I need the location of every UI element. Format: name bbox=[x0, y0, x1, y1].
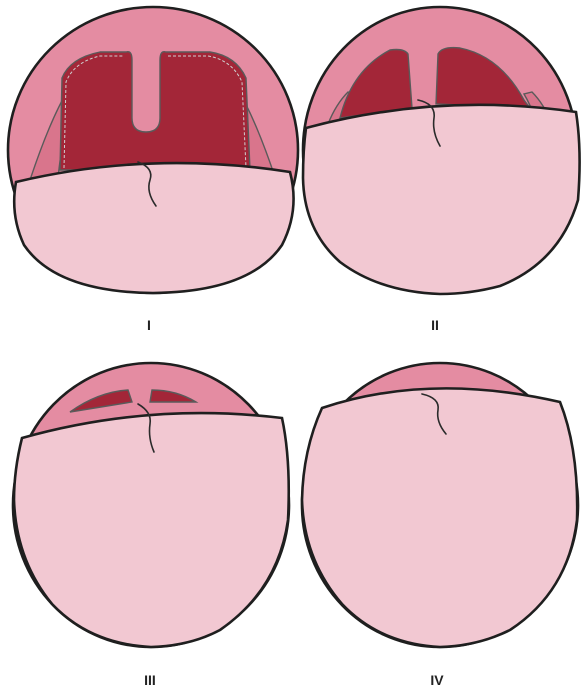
grade-1-tongue bbox=[14, 163, 293, 293]
grade-3-tongue bbox=[14, 413, 289, 647]
grade-1-diagram: I bbox=[8, 7, 298, 333]
grade-3-label: III bbox=[144, 672, 156, 688]
grade-4-diagram: IV bbox=[302, 363, 578, 688]
grade-2-label: II bbox=[431, 317, 439, 333]
grade-1-label: I bbox=[147, 317, 151, 333]
grade-3-diagram: III bbox=[13, 363, 289, 688]
grade-2-diagram: II bbox=[303, 7, 580, 333]
grade-4-label: IV bbox=[430, 672, 444, 688]
grade-2-tongue bbox=[303, 105, 580, 294]
grade-4-tongue bbox=[302, 388, 577, 647]
